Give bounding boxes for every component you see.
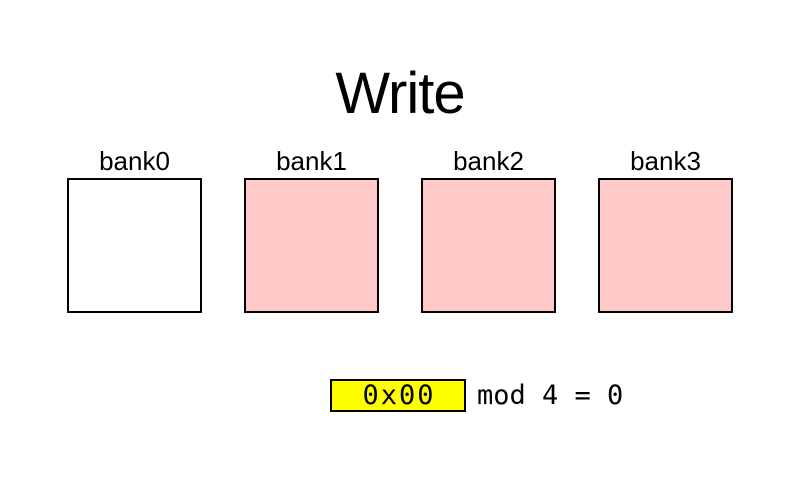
address-value: 0x00 — [362, 380, 436, 411]
bank-label: bank1 — [276, 146, 347, 176]
banks-row: bank0 bank1 bank2 bank3 — [67, 146, 733, 313]
bank-label: bank3 — [630, 146, 701, 176]
bank-label: bank2 — [453, 146, 524, 176]
address-highlight-box: 0x00 — [330, 379, 466, 412]
bank-column-0: bank0 — [67, 146, 202, 313]
bank-box — [598, 178, 733, 313]
diagram-title: Write — [335, 61, 465, 126]
bank-box — [67, 178, 202, 313]
mod-equation: mod 4 = 0 — [477, 380, 624, 411]
bank-column-1: bank1 — [244, 146, 379, 313]
bank-column-3: bank3 — [598, 146, 733, 313]
bank-label: bank0 — [99, 146, 170, 176]
bank-box — [421, 178, 556, 313]
bank-column-2: bank2 — [421, 146, 556, 313]
bank-box — [244, 178, 379, 313]
address-row: 0x00 mod 4 = 0 — [330, 379, 623, 412]
